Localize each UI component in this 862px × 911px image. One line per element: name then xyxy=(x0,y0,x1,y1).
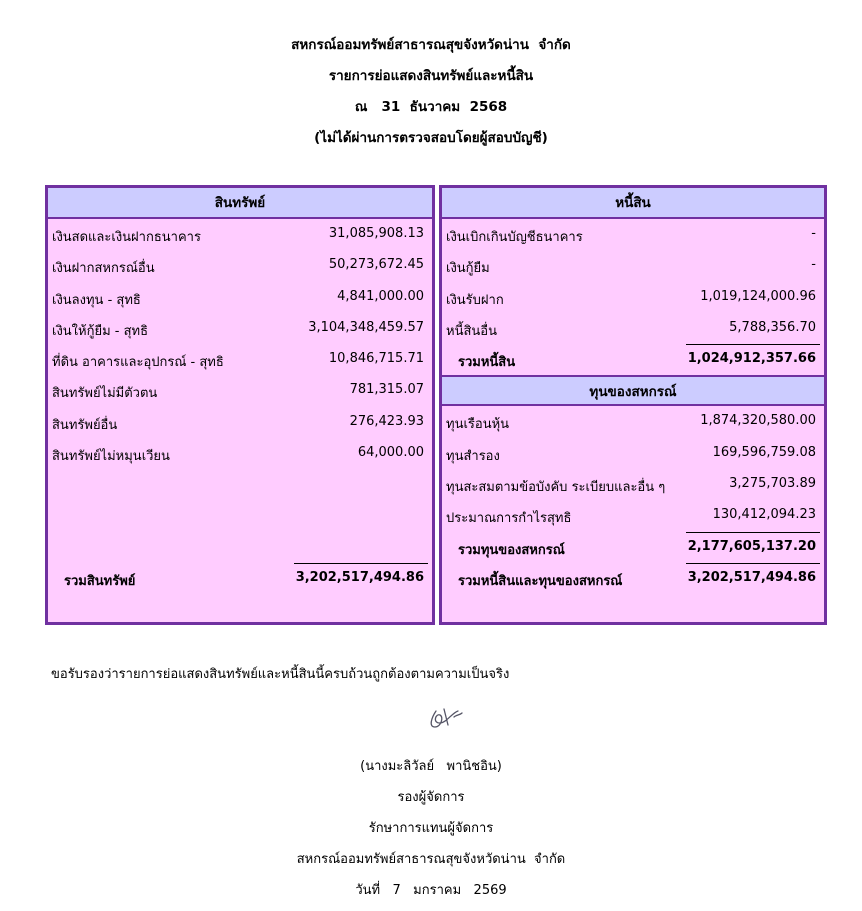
asset-amount: 276,423.93 xyxy=(349,413,424,429)
asset-row: ที่ดิน อาคารและอุปกรณ์ - สุทธิ 10,846,715… xyxy=(48,344,432,375)
grand-total-label: รวมหนี้สินและทุนของสหกรณ์ xyxy=(458,573,623,589)
signature-image xyxy=(430,708,463,728)
liability-label: เงินกู้ยืม xyxy=(446,261,490,277)
liabilities-total-amount: 1,024,912,357.66 xyxy=(687,351,816,367)
assets-total-label: รวมสินทรัพย์ xyxy=(64,574,136,590)
liability-amount: 1,019,124,000.96 xyxy=(700,288,816,304)
capital-total-label: รวมทุนของสหกรณ์ xyxy=(458,542,565,558)
asset-label: เงินลงทุน - สุทธิ xyxy=(52,292,141,308)
liability-label: เงินเบิกเกินบัญชีธนาคาร xyxy=(446,230,583,245)
assets-heading: สินทรัพย์ xyxy=(48,188,432,219)
asset-row: เงินลงทุน - สุทธิ 4,841,000.00 xyxy=(48,282,432,313)
asset-label: เงินฝากสหกรณ์อื่น xyxy=(52,261,155,277)
asset-amount: 64,000.00 xyxy=(357,445,424,461)
capital-amount: 130,412,094.23 xyxy=(712,507,816,523)
document-header: สหกรณ์ออมทรัพย์สาธารณสุขจังหวัดน่าน จำกั… xyxy=(0,32,862,156)
asset-label: สินทรัพย์ไม่หมุนเวียน xyxy=(52,449,170,465)
report-title: รายการย่อแสดงสินทรัพย์และหนี้สิน xyxy=(328,68,534,84)
assets-panel: สินทรัพย์ เงินสดและเงินฝากธนาคาร 31,085,9… xyxy=(45,185,435,625)
capital-label: ประมาณการกำไรสุทธิ xyxy=(446,511,572,527)
liabilities-total-label: รวมหนี้สิน xyxy=(458,355,516,371)
asset-amount: 4,841,000.00 xyxy=(337,288,424,304)
capital-label: ทุนสำรอง xyxy=(446,448,500,464)
asset-amount: 10,846,715.71 xyxy=(328,351,424,367)
asset-spacer xyxy=(48,469,432,500)
org-title: สหกรณ์ออมทรัพย์สาธารณสุขจังหวัดน่าน จำกั… xyxy=(291,37,571,53)
asset-label: สินทรัพย์อื่น xyxy=(52,417,118,433)
asset-spacer xyxy=(48,501,432,532)
capital-amount: 3,275,703.89 xyxy=(729,476,816,492)
capital-row: ทุนสะสมตามข้อบังคับ ระเบียบและอื่น ๆ 3,27… xyxy=(442,469,824,500)
capital-total-row: รวมทุนของสหกรณ์ 2,177,605,137.20 xyxy=(442,531,824,563)
total-underline xyxy=(686,344,820,346)
asset-amount: 50,273,672.45 xyxy=(328,257,424,273)
signer-name: (นางมะลิวัลย์ พานิชอิน) xyxy=(360,759,502,774)
asset-row: สินทรัพย์ไม่มีตัวตน 781,315.07 xyxy=(48,375,432,406)
capital-row: ประมาณการกำไรสุทธิ 130,412,094.23 xyxy=(442,500,824,531)
asset-row: เงินให้กู้ยืม - สุทธิ 3,104,348,459.57 xyxy=(48,313,432,344)
capital-label: ทุนเรือนหุ้น xyxy=(446,417,510,433)
liabilities-heading: หนี้สิน xyxy=(442,188,824,219)
asset-row: เงินฝากสหกรณ์อื่น 50,273,672.45 xyxy=(48,250,432,281)
signer-position: รองผู้จัดการ xyxy=(397,790,465,805)
capital-row: ทุนเรือนหุ้น 1,874,320,580.00 xyxy=(442,406,824,437)
liabilities-total-row: รวมหนี้สิน 1,024,912,357.66 xyxy=(442,344,824,375)
grand-total-row: รวมหนี้สินและทุนของสหกรณ์ 3,202,517,494.… xyxy=(442,562,824,594)
capital-row: ทุนสำรอง 169,596,759.08 xyxy=(442,438,824,469)
assets-total-row: รวมสินทรัพย์ 3,202,517,494.86 xyxy=(48,563,432,594)
asset-label: สินทรัพย์ไม่มีตัวตน xyxy=(52,386,158,402)
liability-row: หนี้สินอื่น 5,788,356.70 xyxy=(442,313,824,344)
assets-total-amount: 3,202,517,494.86 xyxy=(295,570,424,586)
total-underline xyxy=(686,531,820,533)
total-underline xyxy=(686,562,820,564)
liability-label: หนี้สินอื่น xyxy=(446,323,497,339)
asset-label: ที่ดิน อาคารและอุปกรณ์ - สุทธิ xyxy=(52,355,224,371)
liability-label: เงินรับฝาก xyxy=(446,292,504,308)
asset-amount: 31,085,908.13 xyxy=(328,226,424,241)
asset-spacer xyxy=(48,532,432,563)
asset-row: สินทรัพย์ไม่หมุนเวียน 64,000.00 xyxy=(48,438,432,469)
asset-label: เงินให้กู้ยืม - สุทธิ xyxy=(52,323,149,339)
liability-row: เงินรับฝาก 1,019,124,000.96 xyxy=(442,282,824,313)
asset-row: เงินสดและเงินฝากธนาคาร 31,085,908.13 xyxy=(48,219,432,250)
liability-row: เงินเบิกเกินบัญชีธนาคาร - xyxy=(442,219,824,250)
asset-amount: 3,104,348,459.57 xyxy=(308,319,424,335)
liability-row: เงินกู้ยืม - xyxy=(442,250,824,281)
report-date: ณ 31 ธันวาคม 2568 xyxy=(354,99,508,115)
certification-text: ขอรับรองว่ารายการย่อแสดงสินทรัพย์และหนี้… xyxy=(51,667,510,682)
liabilities-panel: หนี้สิน เงินเบิกเกินบัญชีธนาคาร - เงินกู้… xyxy=(439,185,827,625)
signed-date: วันที่ 7 มกราคม 2569 xyxy=(355,883,507,898)
signature-block: (นางมะลิวัลย์ พานิชอิน) รองผู้จัดการ รัก… xyxy=(0,756,862,911)
capital-heading: ทุนของสหกรณ์ xyxy=(442,375,824,407)
audit-note: (ไม่ได้ผ่านการตรวจสอบโดยผู้สอบบัญชี) xyxy=(314,130,548,146)
liability-amount: - xyxy=(811,257,816,273)
capital-amount: 169,596,759.08 xyxy=(712,444,816,460)
asset-amount: 781,315.07 xyxy=(349,382,424,398)
asset-label: เงินสดและเงินฝากธนาคาร xyxy=(52,230,201,245)
capital-label: ทุนสะสมตามข้อบังคับ ระเบียบและอื่น ๆ xyxy=(446,480,666,496)
asset-row: สินทรัพย์อื่น 276,423.93 xyxy=(48,407,432,438)
total-underline xyxy=(294,563,428,565)
signer-organization: สหกรณ์ออมทรัพย์สาธารณสุขจังหวัดน่าน จำกั… xyxy=(296,852,566,867)
grand-total-amount: 3,202,517,494.86 xyxy=(687,569,816,585)
capital-total-amount: 2,177,605,137.20 xyxy=(687,538,816,554)
capital-amount: 1,874,320,580.00 xyxy=(700,413,816,429)
liability-amount: 5,788,356.70 xyxy=(729,319,816,335)
signer-acting-position: รักษาการแทนผู้จัดการ xyxy=(368,821,494,836)
liability-amount: - xyxy=(811,226,816,241)
